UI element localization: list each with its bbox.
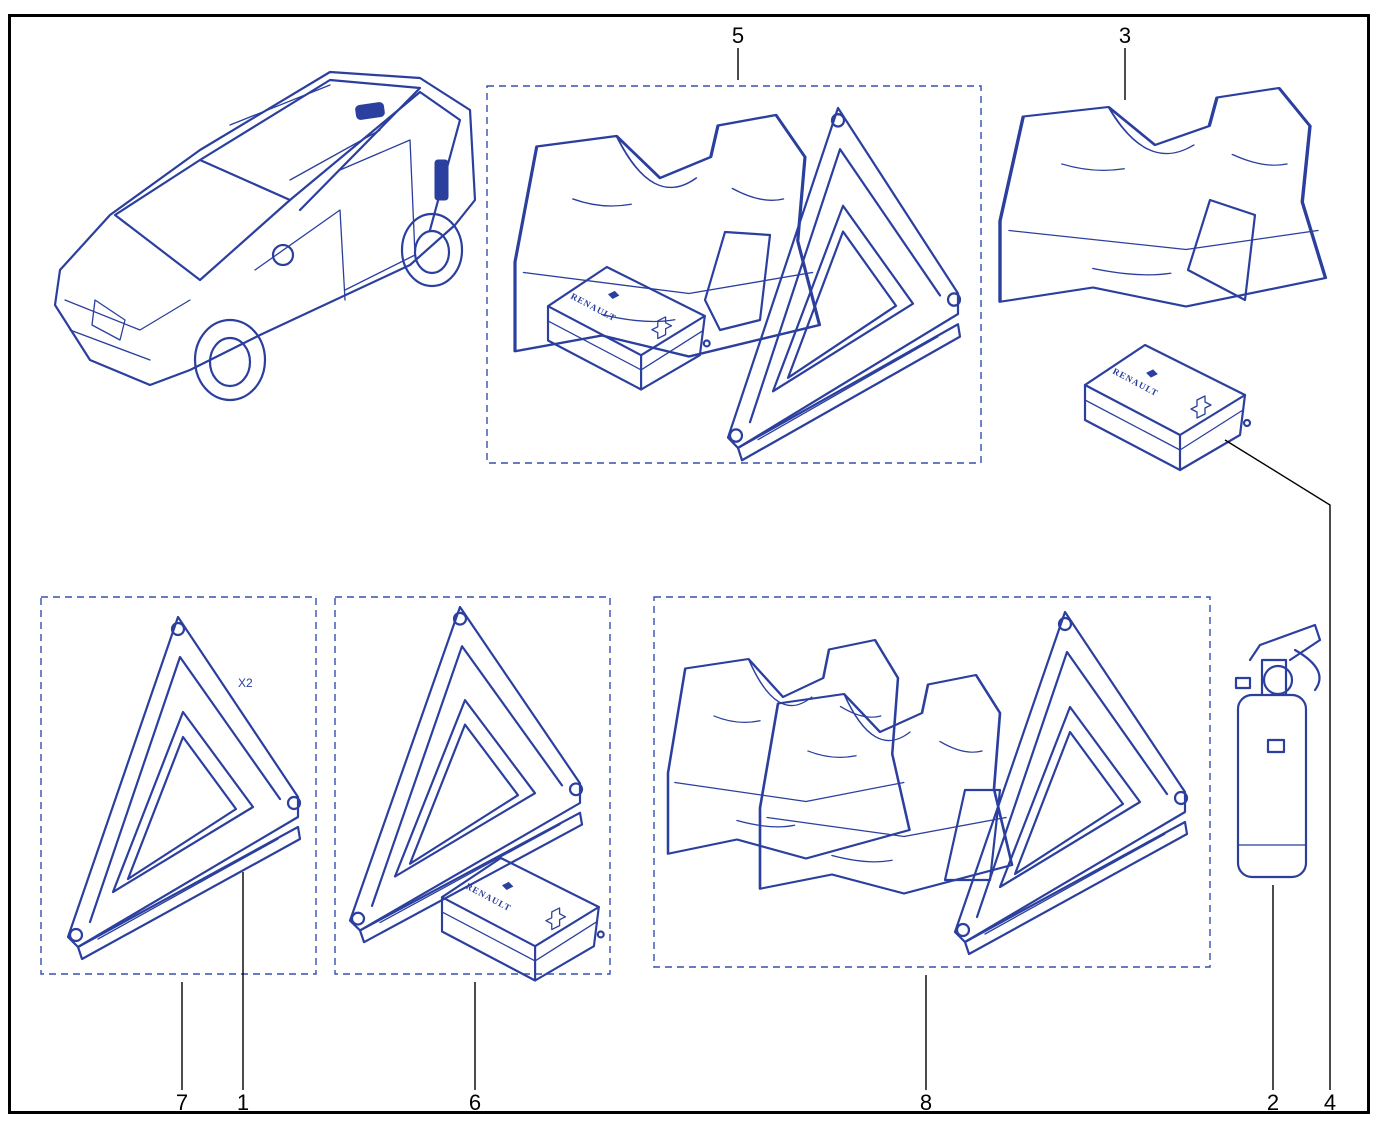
callout-4: 4 [1324,1090,1336,1115]
group-box-7 [40,596,317,975]
group-6-contents: RENAULT [348,605,605,982]
callout-5: 5 [732,23,744,48]
group-5-contents: RENAULT [513,106,962,462]
first-aid-kit-4: RENAULT [1083,343,1252,472]
leader-lines [181,48,1331,1090]
vest-illustration-3 [998,86,1328,309]
callout-3: 3 [1119,23,1131,48]
fire-extinguisher-2 [1234,623,1322,879]
group-box-6 [334,596,611,975]
group-box-8 [653,596,1211,968]
diagram-frame [8,14,1370,1114]
callout-6: 6 [469,1090,481,1115]
callout-2: 2 [1267,1090,1279,1115]
car-illustration [53,70,477,402]
group-8-contents [666,610,1189,956]
callout-8: 8 [920,1090,932,1115]
callout-1: 1 [237,1090,249,1115]
callout-7: 7 [176,1090,188,1115]
quantity-label: X2 [238,676,253,690]
warning-triangle-1 [66,615,302,961]
group-box-5 [486,85,982,464]
